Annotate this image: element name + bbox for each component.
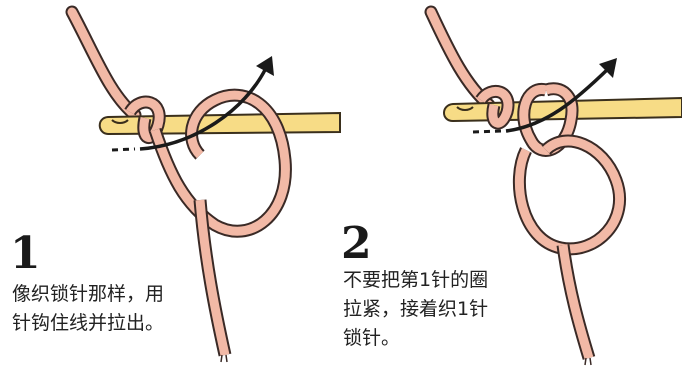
crochet-hook-icon	[100, 113, 340, 134]
step-1-panel: 1 像织锁针那样，用 针钩住线并拉出。	[0, 0, 341, 369]
step-2-caption-line-3: 锁针。	[343, 324, 400, 353]
yarn-tail-icon	[563, 245, 591, 365]
yarn-strand-icon	[72, 12, 135, 115]
big-loop-icon	[519, 141, 619, 249]
step-1-caption-line-1: 像织锁针那样，用	[12, 280, 164, 309]
step-1-caption-line-2: 针钩住线并拉出。	[12, 309, 164, 338]
step-2-number: 2	[341, 222, 372, 266]
step-2-caption-line-2: 拉紧，接着织1针	[343, 295, 488, 324]
step-2-panel: 2 不要把第1针的圈 拉紧，接着织1针 锁针。	[341, 0, 682, 369]
step-1-number: 1	[10, 232, 41, 276]
step-2-caption-line-1: 不要把第1针的圈	[343, 266, 488, 295]
